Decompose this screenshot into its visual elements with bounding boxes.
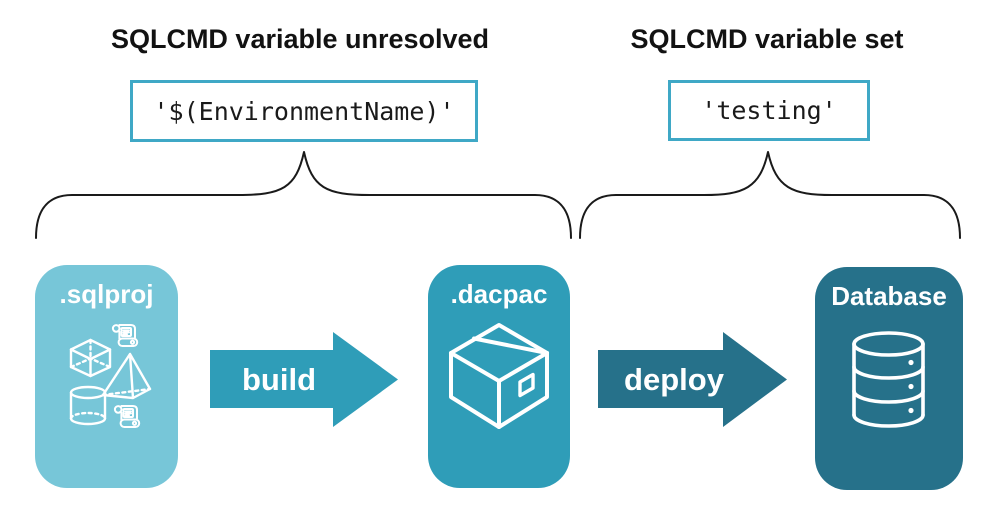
sql-project-objects-icon <box>69 324 152 428</box>
sql-script-icon <box>111 324 139 347</box>
right-brace-icon <box>579 151 961 239</box>
node-dacpac: .dacpac <box>428 265 570 488</box>
set-variable-heading: SQLCMD variable set <box>630 24 904 54</box>
cylinder-icon <box>69 385 107 426</box>
node-database-label: Database <box>831 281 947 311</box>
right-arrow-icon <box>210 332 398 427</box>
unresolved-variable-value-box: '$(EnvironmentName)' <box>130 80 478 142</box>
cube-icon <box>69 338 112 378</box>
build-arrow-label: build <box>241 361 317 397</box>
unresolved-variable-value: '$(EnvironmentName)' <box>153 96 455 126</box>
node-dacpac-label: .dacpac <box>450 279 548 309</box>
build-arrow: build <box>210 332 398 427</box>
sql-script-icon <box>113 405 141 428</box>
deploy-arrow-label: deploy <box>624 361 724 397</box>
database-icon <box>852 331 925 428</box>
left-brace-icon <box>35 151 572 239</box>
node-sqlproj: .sqlproj <box>35 265 178 488</box>
pyramid-icon <box>101 352 152 400</box>
deploy-arrow: deploy <box>598 332 787 427</box>
node-database: Database <box>815 267 963 490</box>
node-sqlproj-label: .sqlproj <box>59 279 154 309</box>
dacpac-package-icon <box>449 323 549 429</box>
scope-braces <box>35 151 961 239</box>
right-arrow-icon <box>598 332 787 427</box>
unresolved-variable-heading: SQLCMD variable unresolved <box>110 24 490 54</box>
set-variable-value: 'testing' <box>701 96 837 125</box>
set-variable-value-box: 'testing' <box>668 80 870 141</box>
